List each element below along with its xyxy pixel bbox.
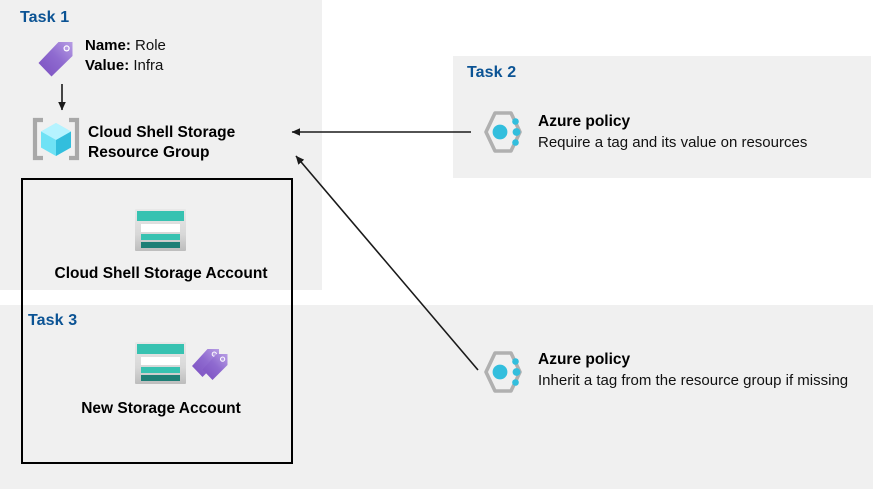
resource-group-icon <box>30 114 82 164</box>
tag-value-label: Value: <box>85 57 130 74</box>
tag-icon <box>190 347 230 385</box>
new-storage-account-label: New Storage Account <box>81 400 241 417</box>
task3-policy-description: Inherit a tag from the resource group if… <box>538 372 849 389</box>
task2-heading: Task 2 <box>467 64 517 81</box>
task3-policy-title: Azure policy <box>538 351 631 368</box>
tag-value-row: Value: Infra <box>85 56 163 76</box>
task1-heading: Task 1 <box>20 9 70 26</box>
tag-icon <box>36 38 76 80</box>
task3-heading: Task 3 <box>28 312 78 329</box>
tag-name-label: Name: <box>85 37 131 54</box>
storage-account-icon <box>133 340 188 386</box>
tag-name-row: Name: Role <box>85 36 166 56</box>
resource-group-boundary-box <box>21 178 293 464</box>
task2-policy-description: Require a tag and its value on resources <box>538 134 808 151</box>
resource-group-label: Cloud Shell Storage Resource Group <box>88 124 236 161</box>
tag-value-value: Infra <box>133 57 164 74</box>
cloud-shell-storage-account-label: Cloud Shell Storage Account <box>54 265 268 282</box>
task2-panel <box>453 56 871 178</box>
task2-policy-title: Azure policy <box>538 113 631 130</box>
azure-policy-icon <box>478 108 528 156</box>
storage-account-icon <box>133 207 188 253</box>
tag-name-value: Role <box>135 37 166 54</box>
azure-policy-icon <box>478 348 528 396</box>
